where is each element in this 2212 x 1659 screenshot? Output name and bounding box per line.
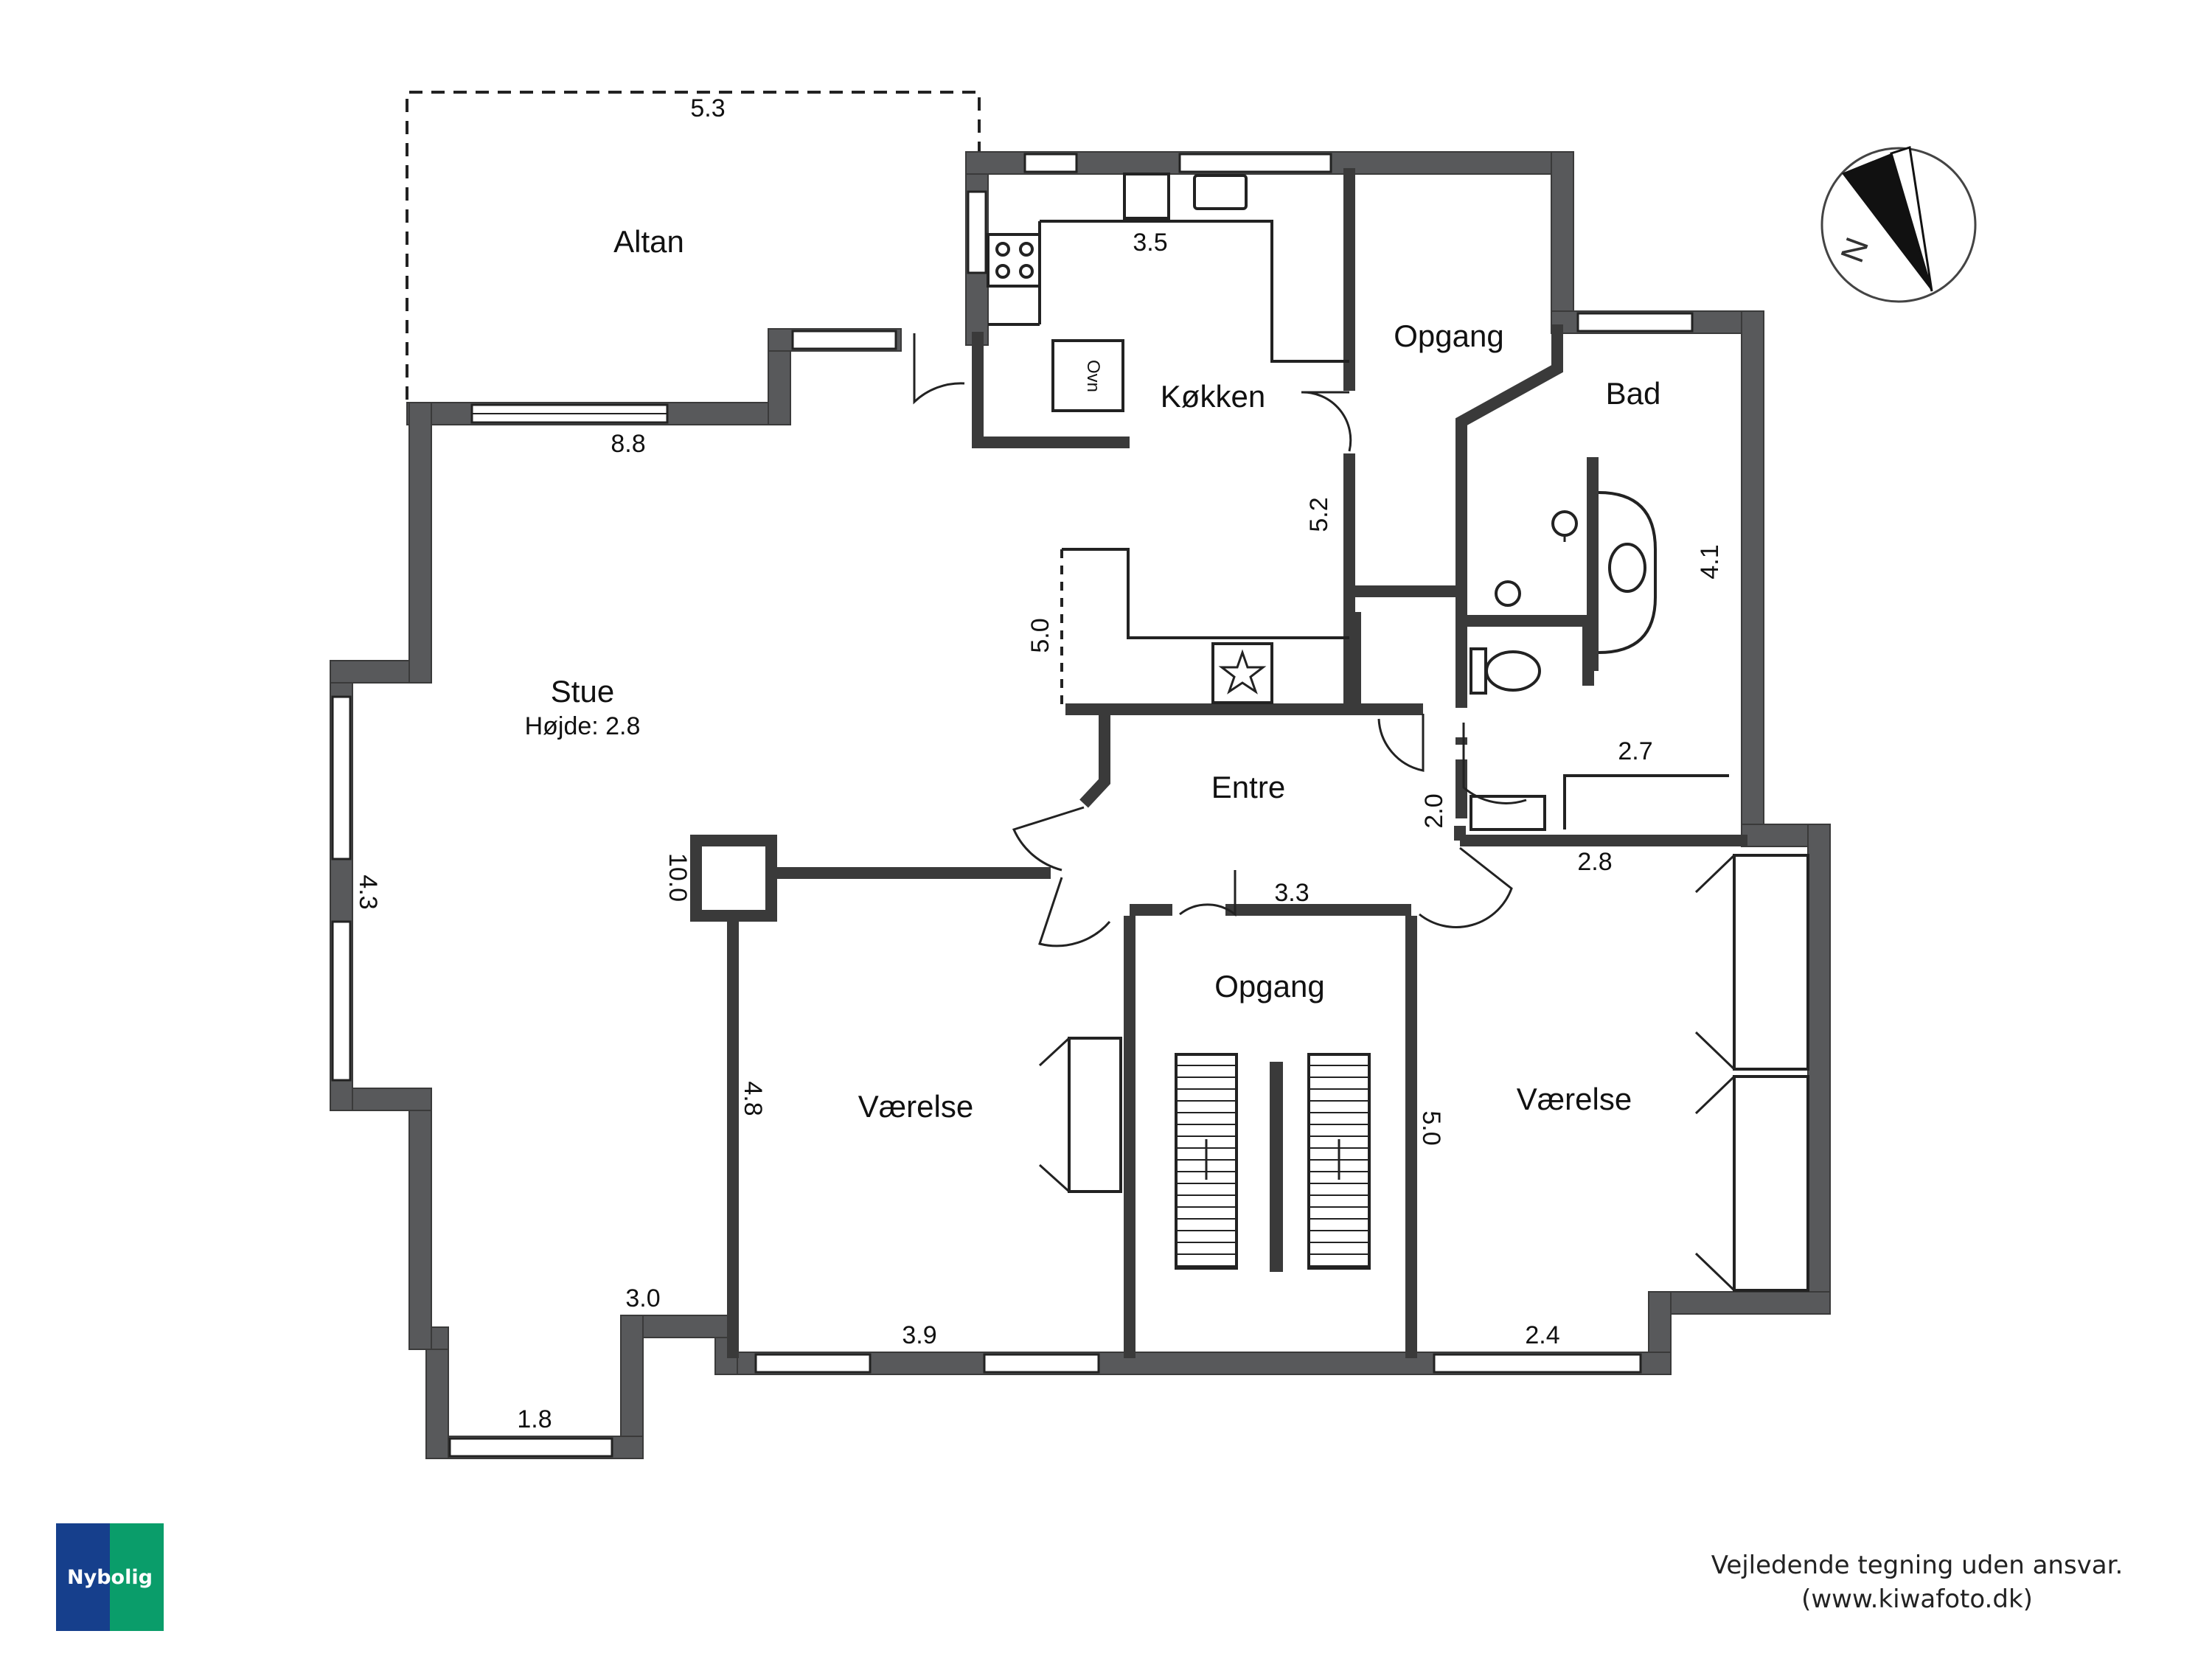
room-label-entre: Entre: [1211, 770, 1285, 804]
dim-kitchen-height: 5.2: [1305, 497, 1333, 532]
dim-entre-height: 2.0: [1420, 793, 1448, 828]
dim-bad-width: 2.7: [1618, 737, 1652, 765]
dim-counter-side: 5.0: [1026, 618, 1054, 653]
furniture: [1038, 854, 1809, 1292]
dim-stue-top: 8.8: [611, 430, 645, 458]
dimension-labels: 5.3 3.5 8.8 5.2 5.0 4.3 10.0 4.1 2.7 2.0…: [354, 94, 1724, 1433]
doors: [913, 333, 1527, 947]
compass: N: [1820, 146, 1977, 303]
dim-stue-side: 4.3: [354, 874, 382, 909]
room-label-kokken: Køkken: [1161, 379, 1265, 414]
nybolig-logo: Nybolig: [56, 1523, 164, 1631]
dim-kitchen-width: 3.5: [1133, 229, 1167, 257]
kitchen-fixtures: [987, 173, 1349, 708]
oven-label: Ovn: [1083, 360, 1103, 392]
room-label-bad: Bad: [1606, 376, 1661, 411]
dim-stue-bottom-right: 3.0: [625, 1284, 660, 1312]
room-labels: Altan Køkken Opgang Bad Stue Højde: 2.8 …: [525, 224, 1661, 1124]
bathroom-fixtures: [1470, 491, 1729, 831]
disclaimer-line-2: (www.kiwafoto.dk): [1801, 1585, 2033, 1614]
dim-room-right-top: 2.8: [1577, 848, 1612, 876]
room-label-vaerelse-left: Værelse: [858, 1089, 973, 1124]
dim-vaerelse-right-bottom: 2.4: [1525, 1321, 1559, 1349]
dim-stair-side: 5.0: [1417, 1110, 1445, 1145]
bathroom-partition: [1587, 457, 1599, 671]
room-label-vaerelse-right: Værelse: [1517, 1082, 1632, 1116]
room-height-stue: Højde: 2.8: [525, 712, 641, 740]
staircase: [1175, 1053, 1371, 1272]
dim-vaerelse-left-height: 4.8: [739, 1081, 767, 1116]
disclaimer: Vejledende tegning uden ansvar. (www.kiw…: [1681, 1548, 2153, 1616]
room-label-altan: Altan: [613, 224, 684, 259]
room-label-stue: Stue: [551, 674, 614, 709]
disclaimer-line-1: Vejledende tegning uden ansvar.: [1711, 1551, 2124, 1580]
star-icon: [1218, 649, 1267, 695]
dim-column: 10.0: [664, 853, 692, 902]
dim-vaerelse-left-bottom: 3.9: [902, 1321, 936, 1349]
dim-entre-bottom: 3.3: [1274, 879, 1309, 907]
room-label-opgang-top: Opgang: [1394, 319, 1503, 353]
balcony-outline: [406, 91, 981, 400]
dim-stue-bottom: 1.8: [517, 1405, 552, 1433]
outer-walls: [330, 151, 1831, 1459]
logo-text: Nybolig: [67, 1565, 153, 1589]
dim-altan-width: 5.3: [690, 94, 725, 122]
windows: [331, 153, 1694, 1458]
room-label-opgang-mid: Opgang: [1214, 969, 1324, 1004]
dim-bad-height: 4.1: [1696, 544, 1724, 579]
